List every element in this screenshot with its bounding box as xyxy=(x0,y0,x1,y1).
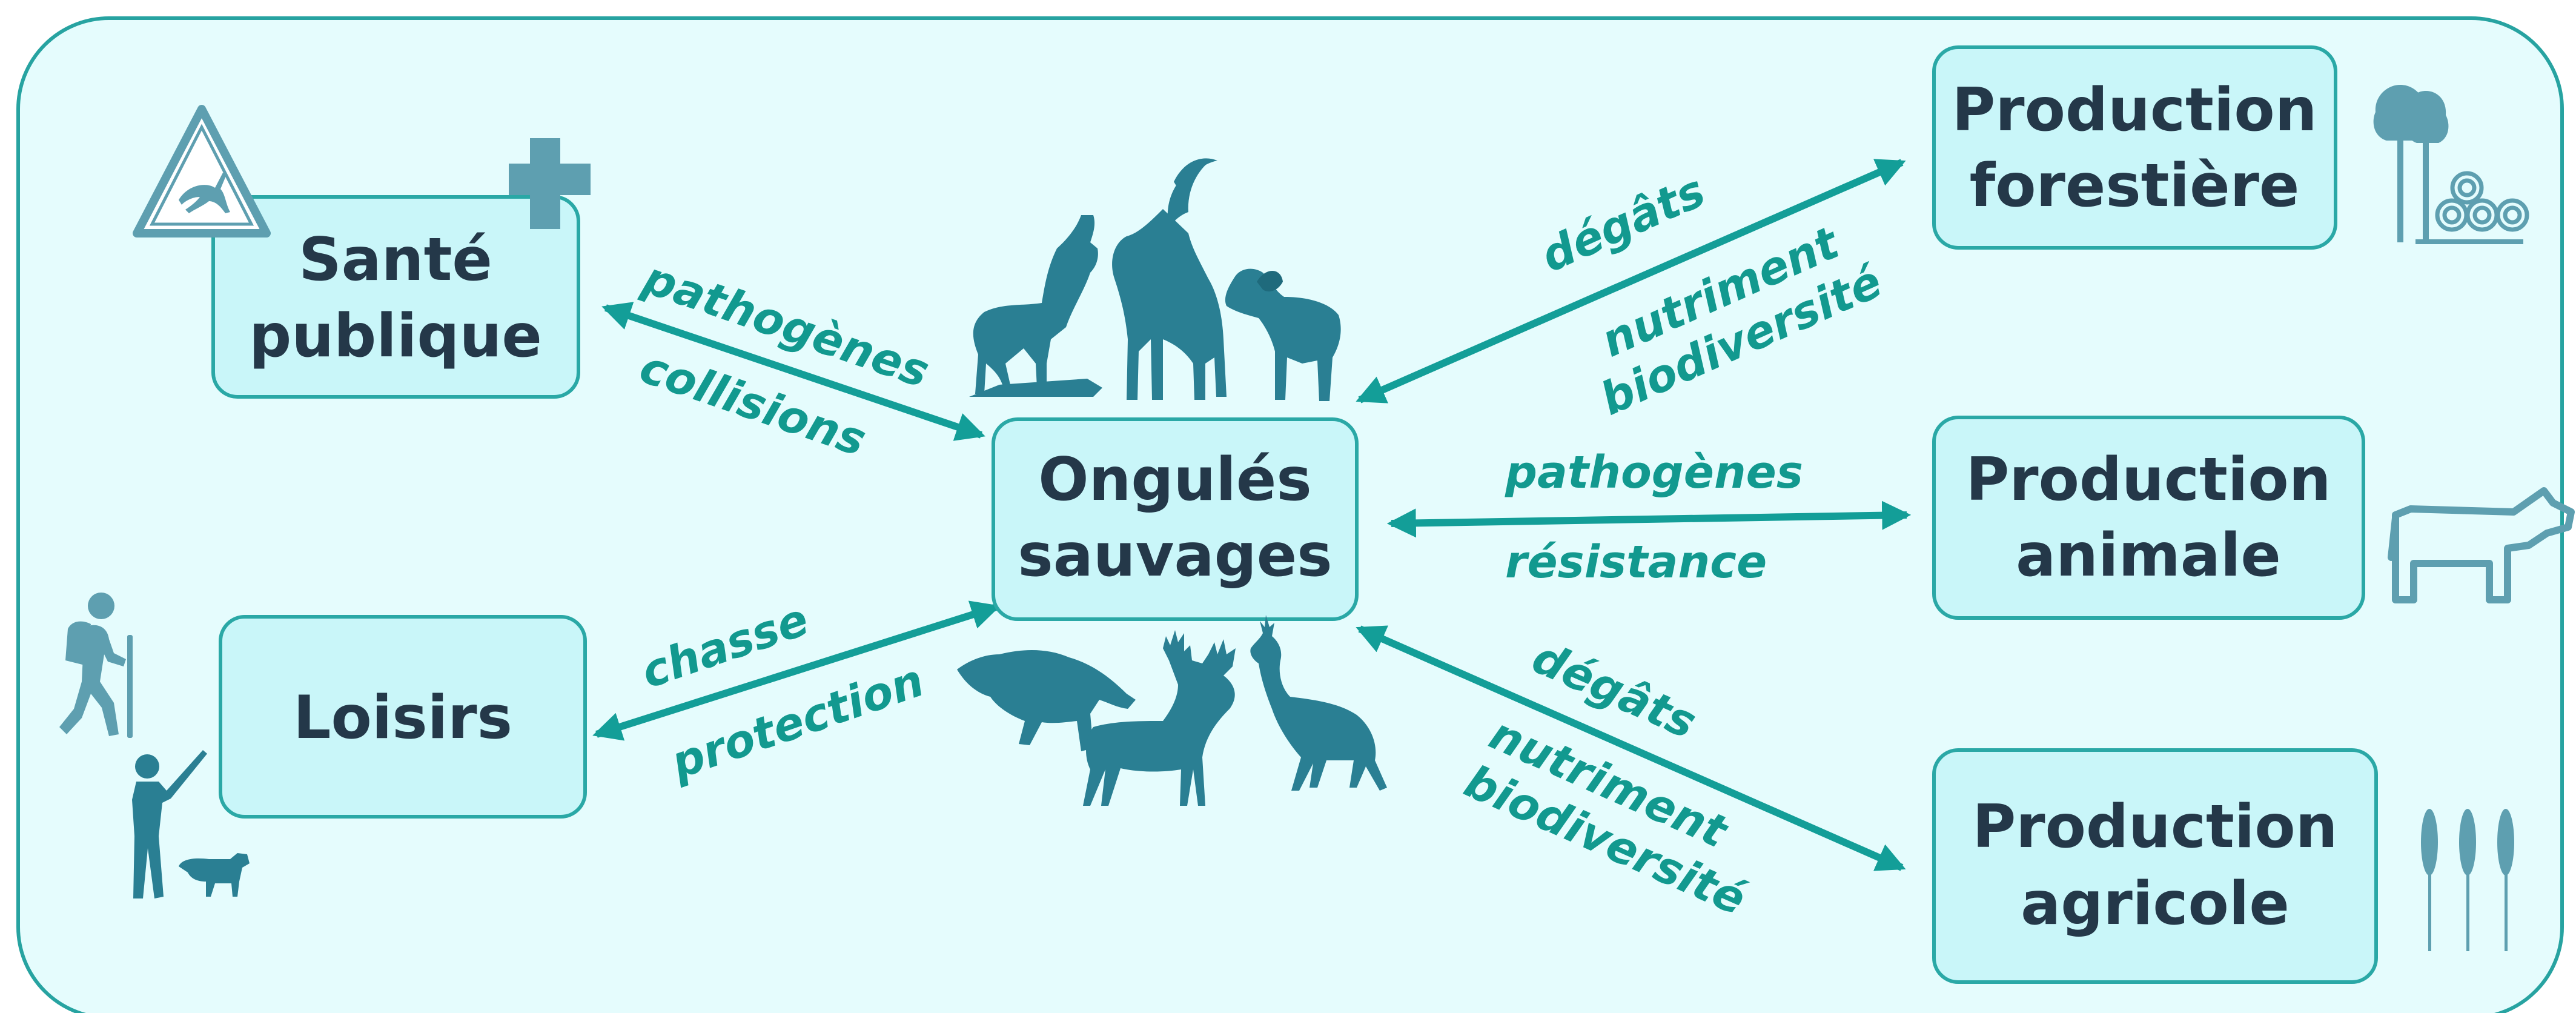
node-sante-line2: publique xyxy=(249,302,542,371)
node-loisirs: Loisirs xyxy=(220,617,585,817)
edge-label-animal-pathogenes: pathogènes xyxy=(1505,447,1803,499)
node-animal-line1: Production xyxy=(1965,445,2331,514)
node-sante: Santé publique xyxy=(213,197,578,397)
node-agri-line2: agricole xyxy=(2021,869,2290,938)
node-loisirs-line1: Loisirs xyxy=(293,683,512,752)
node-sante-line1: Santé xyxy=(299,225,492,294)
node-agri-line1: Production xyxy=(1972,792,2337,862)
node-forest: Production forestière xyxy=(1934,47,2336,248)
node-center: Ongulés sauvages xyxy=(993,419,1357,619)
node-animal: Production animale xyxy=(1934,417,2363,618)
node-agri: Production agricole xyxy=(1934,750,2376,982)
node-forest-line2: forestière xyxy=(1970,151,2300,221)
edge-label-animal-resistance: résistance xyxy=(1505,536,1767,588)
node-forest-line1: Production xyxy=(1952,76,2317,145)
node-center-line2: sauvages xyxy=(1018,521,1332,590)
node-animal-line2: animale xyxy=(2016,521,2281,590)
node-center-line1: Ongulés xyxy=(1038,445,1311,514)
